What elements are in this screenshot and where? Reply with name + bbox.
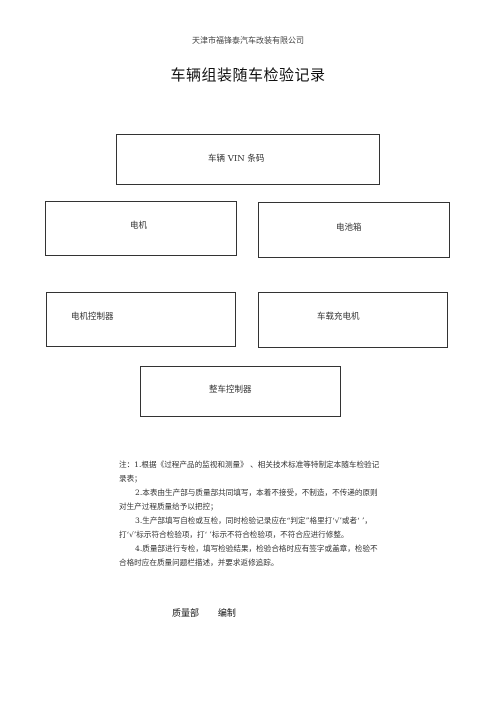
motor-box: 电机: [45, 201, 237, 256]
footer: 质量部 编制: [172, 606, 236, 619]
note-3: 3.生产部填写自检或互检，同时检验记录应在“判定”格里打‘√’或者‘ ’，打‘√…: [119, 516, 372, 539]
motor-controller-label: 电机控制器: [71, 312, 114, 322]
onboard-charger-box: 车载充电机: [258, 292, 448, 348]
battery-box-box: 电池箱: [258, 202, 450, 258]
battery-box-label: 电池箱: [336, 223, 362, 233]
vin-barcode-box: 车辆 VIN 条码: [116, 134, 380, 185]
notes-section: 注：1.根据《过程产品的监视和测量》 、相关技术标准等特制定本随车检验记录表； …: [119, 458, 385, 570]
footer-department: 质量部: [172, 609, 200, 619]
company-name: 天津市福锋泰汽车改装有限公司: [192, 36, 304, 45]
page-title: 车辆组装随车检验记录: [170, 66, 326, 84]
vehicle-controller-box: 整车控制器: [140, 366, 341, 417]
note-2: 2.本表由生产部与质量部共同填写，本着不接受，不制造，不传递的原则对生产过程质量…: [119, 488, 378, 511]
note-1: 注：1.根据《过程产品的监视和测量》 、相关技术标准等特制定本随车检验记录表；: [119, 460, 380, 483]
motor-label: 电机: [130, 221, 148, 231]
note-4: 4.质量部进行专检，填写检验结果，检验合格时应有签字或盖章，检验不合格时应在质量…: [119, 544, 378, 567]
onboard-charger-label: 车载充电机: [317, 312, 360, 322]
vin-barcode-label: 车辆 VIN 条码: [208, 154, 265, 164]
motor-controller-box: 电机控制器: [46, 292, 236, 347]
vehicle-controller-label: 整车控制器: [209, 385, 252, 395]
footer-action: 编制: [217, 609, 236, 619]
